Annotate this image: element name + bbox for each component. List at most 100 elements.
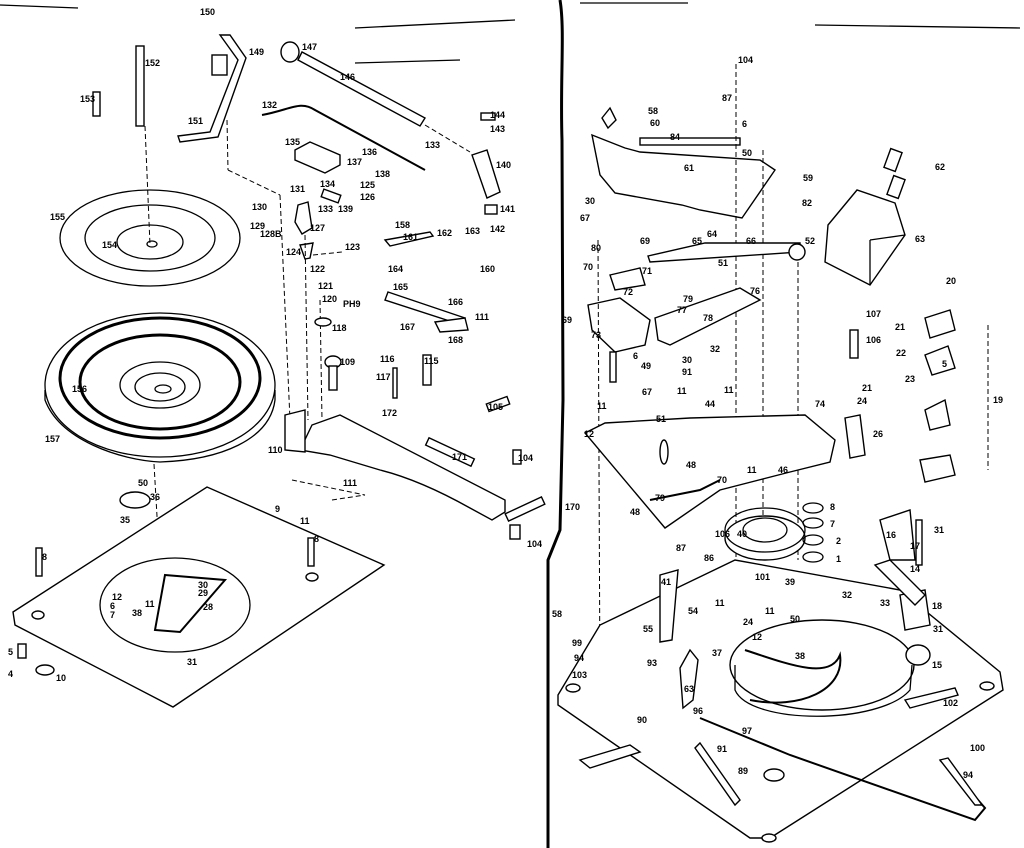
part-label: 104 xyxy=(527,539,542,549)
part-label: 21 xyxy=(895,322,905,332)
part-label: 14 xyxy=(910,564,920,574)
part-label: 6 xyxy=(633,351,638,361)
part-label: 7 xyxy=(830,519,835,529)
part-label: 2 xyxy=(836,536,841,546)
part-label: 161 xyxy=(403,232,418,242)
part-label: 93 xyxy=(647,658,657,668)
part-label: 121 xyxy=(318,281,333,291)
part-label: 160 xyxy=(480,264,495,274)
part-label: 29 xyxy=(198,588,208,598)
part-label: 38 xyxy=(132,608,142,618)
part-label: 123 xyxy=(345,242,360,252)
part-label: 11 xyxy=(677,386,687,396)
part-label: 26 xyxy=(873,429,883,439)
part-label: 55 xyxy=(643,624,653,634)
part-label: 69 xyxy=(640,236,650,246)
part-label: 133 xyxy=(318,204,333,214)
part-label: 104 xyxy=(738,55,753,65)
part-label: 106 xyxy=(866,335,881,345)
part-label: 136 xyxy=(362,147,377,157)
part-label: 31 xyxy=(933,624,943,634)
part-label: 15 xyxy=(932,660,942,670)
part-label: 154 xyxy=(102,240,117,250)
part-label: 146 xyxy=(340,72,355,82)
part-label: 87 xyxy=(676,543,686,553)
part-label: 106 xyxy=(715,529,730,539)
part-label: 157 xyxy=(45,434,60,444)
base-plate xyxy=(557,559,1004,843)
part-label: 63 xyxy=(684,684,694,694)
part-label: 122 xyxy=(310,264,325,274)
part-label: 24 xyxy=(743,617,753,627)
part-label: 11 xyxy=(724,385,734,395)
part-label: 9 xyxy=(275,504,280,514)
platter-156 xyxy=(44,312,276,656)
part-label: 166 xyxy=(448,297,463,307)
part-label: 67 xyxy=(642,387,652,397)
part-label: 140 xyxy=(496,160,511,170)
part-label: 61 xyxy=(684,163,694,173)
part-label: 137 xyxy=(347,157,362,167)
part-label: 11 xyxy=(300,516,310,526)
part-label: 74 xyxy=(815,399,825,409)
part-label: 165 xyxy=(393,282,408,292)
part-label: 11 xyxy=(765,606,775,616)
part-label: 23 xyxy=(905,374,915,384)
part-label: 99 xyxy=(572,638,582,648)
part-label: 168 xyxy=(448,335,463,345)
part-label: 91 xyxy=(717,744,727,754)
arm-base-135 xyxy=(294,141,342,204)
part-label: 70 xyxy=(583,262,593,272)
part-label: 30 xyxy=(198,580,208,590)
part-label: 8 xyxy=(314,534,319,544)
part-label: 144 xyxy=(490,110,505,120)
part-label: 65 xyxy=(692,236,702,246)
part-label: 63 xyxy=(915,234,925,244)
part-label: 33 xyxy=(880,598,890,608)
part-label: 52 xyxy=(805,236,815,246)
part-label: 38 xyxy=(795,651,805,661)
part-label: 69 xyxy=(562,315,572,325)
part-label: 8 xyxy=(830,502,835,512)
part-label: 19 xyxy=(993,395,1003,405)
part-label: 131 xyxy=(290,184,305,194)
part-label: 124 xyxy=(286,247,301,257)
part-label: 80 xyxy=(591,243,601,253)
part-label: 59 xyxy=(803,173,813,183)
record-mat-155 xyxy=(59,189,241,287)
arm-lift-149 xyxy=(177,34,291,421)
part-label: 50 xyxy=(742,148,752,158)
part-label: 48 xyxy=(686,460,696,470)
part-label: 101 xyxy=(755,572,770,582)
cabinet-edge xyxy=(546,0,565,848)
part-label: 110 xyxy=(268,445,283,455)
part-label: 51 xyxy=(718,258,728,268)
washer-118 xyxy=(314,317,332,327)
part-label: 109 xyxy=(340,357,355,367)
part-label: 91 xyxy=(682,367,692,377)
part-label: 117 xyxy=(376,372,391,382)
part-label: 60 xyxy=(650,118,660,128)
part-label: 5 xyxy=(8,647,13,657)
part-label: 7 xyxy=(110,610,115,620)
head-shell-140 xyxy=(471,112,501,215)
part-label: 111 xyxy=(475,312,489,322)
part-label: 105 xyxy=(488,402,503,412)
part-label: 167 xyxy=(400,322,415,332)
part-label: 39 xyxy=(785,577,795,587)
part-label: 120 xyxy=(322,294,337,304)
part-label: 12 xyxy=(584,429,594,439)
pin-153 xyxy=(92,91,101,117)
part-label: 100 xyxy=(970,743,985,753)
part-label: 138 xyxy=(375,169,390,179)
part-label: 130 xyxy=(252,202,267,212)
part-label: 11 xyxy=(747,465,757,475)
part-label: 84 xyxy=(670,132,680,142)
part-label: 150 xyxy=(200,7,215,17)
lever-plate-73 xyxy=(587,239,762,691)
part-label: 163 xyxy=(465,226,480,236)
part-label: 116 xyxy=(380,354,395,364)
part-label: 155 xyxy=(50,212,65,222)
part-label: 104 xyxy=(518,453,533,463)
